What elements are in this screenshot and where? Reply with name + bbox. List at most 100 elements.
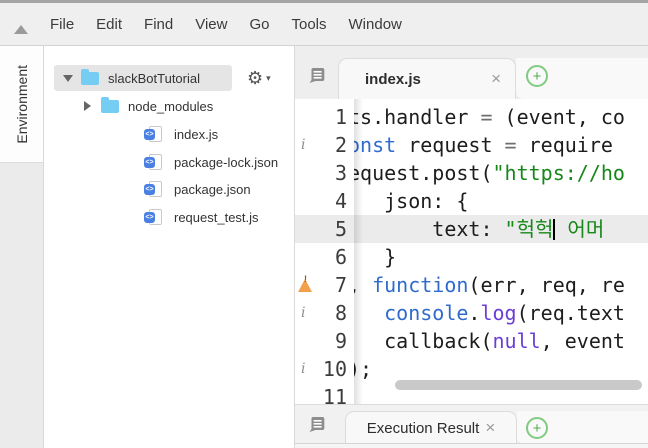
window-top-strip	[0, 0, 648, 3]
line-number: 11	[322, 385, 347, 404]
gutter-row[interactable]: i 2	[295, 131, 354, 159]
code-token: console	[384, 301, 469, 325]
code-line[interactable]: );	[354, 355, 648, 383]
tree-row-package-json[interactable]: <> package.json	[141, 176, 251, 202]
gutter-row[interactable]: 6	[295, 243, 354, 271]
menu-item-find[interactable]: Find	[144, 15, 174, 33]
code-token: =	[480, 105, 493, 129]
code-badge-icon: <>	[144, 157, 155, 168]
tree-item-label: package-lock.json	[174, 154, 279, 170]
code-token: (event, co	[492, 105, 625, 129]
menu-bar: File Edit Find View Go Tools Window	[0, 3, 648, 46]
active-line-highlight	[295, 215, 648, 243]
code-line[interactable]: json: {	[354, 187, 648, 215]
gutter-row[interactable]: 9	[295, 327, 354, 355]
gutter-row[interactable]: 4	[295, 187, 354, 215]
code-line[interactable]: }	[354, 243, 648, 271]
menu-item-edit[interactable]: Edit	[96, 15, 123, 33]
code-token: log	[480, 301, 517, 325]
menu-item-file[interactable]: File	[50, 15, 75, 33]
new-tab-button[interactable]: +	[526, 65, 548, 87]
bottom-panel-tab-bar: Execution Result × +	[295, 404, 648, 444]
new-tab-button[interactable]: +	[526, 417, 548, 439]
root-folder-label: slackBotTutorial	[108, 70, 200, 86]
code-token: "https://ho	[492, 161, 625, 185]
gutter-row[interactable]: i 8	[295, 299, 354, 327]
code-token: callback(	[354, 329, 493, 353]
code-token	[354, 301, 384, 325]
code-token: =	[504, 133, 517, 157]
gutter-row[interactable]: 1	[295, 103, 354, 131]
gear-icon: ⚙	[247, 68, 264, 88]
tab-list-icon[interactable]	[308, 67, 326, 84]
text-cursor	[553, 219, 556, 240]
tree-item-label: node_modules	[128, 98, 214, 114]
tab-index-js[interactable]: index.js ×	[338, 58, 516, 99]
code-editor[interactable]: 1 i 2 3 4 5 6 !	[295, 99, 648, 404]
tab-environment[interactable]: Environment	[0, 46, 43, 163]
info-icon[interactable]: i	[301, 305, 306, 321]
code-line[interactable]: , function(err, req, re	[354, 271, 648, 299]
editor-tab-bar: index.js × +	[295, 46, 648, 99]
tree-row-node-modules[interactable]: node_modules	[84, 93, 213, 119]
folder-icon	[101, 96, 119, 113]
info-icon[interactable]: i	[301, 137, 306, 153]
plus-icon: +	[532, 419, 542, 437]
tab-execution-result[interactable]: Execution Result ×	[345, 411, 517, 444]
menu-item-tools[interactable]: Tools	[291, 15, 327, 33]
line-number: 4	[334, 189, 347, 213]
menu-item-view[interactable]: View	[195, 15, 228, 33]
code-token: request	[396, 133, 505, 157]
code-line[interactable]: onst request = require	[354, 131, 648, 159]
gutter-row[interactable]: ! 7	[295, 271, 354, 299]
gutter-row[interactable]: 3	[295, 159, 354, 187]
tree-row-root-folder[interactable]: slackBotTutorial	[54, 65, 232, 91]
gutter-row[interactable]: 5	[295, 215, 354, 243]
menu-item-window[interactable]: Window	[348, 15, 402, 33]
code-lines: ts.handler = (event, co onst request = r…	[354, 103, 648, 404]
line-number: 6	[334, 245, 347, 269]
code-line[interactable]: callback(null, event	[354, 327, 648, 355]
code-token: (req.text	[516, 301, 625, 325]
sidebar-strip: Environment	[0, 46, 44, 448]
js-file-icon: <>	[144, 209, 162, 225]
gutter-row[interactable]: 11	[295, 383, 354, 404]
tab-label: Execution Result	[366, 419, 480, 437]
code-token: text:	[354, 217, 505, 241]
code-token: equest.post(	[354, 161, 493, 185]
close-icon[interactable]: ×	[485, 418, 496, 437]
tree-row-index-js[interactable]: <> index.js	[141, 121, 218, 147]
code-line[interactable]: ts.handler = (event, co	[354, 103, 648, 131]
code-token: , event	[540, 329, 625, 353]
gutter: 1 i 2 3 4 5 6 !	[295, 103, 354, 404]
info-icon[interactable]: i	[301, 361, 306, 377]
menu-item-go[interactable]: Go	[249, 15, 270, 33]
tab-list-icon[interactable]	[308, 416, 326, 433]
code-line[interactable]: equest.post("https://ho	[354, 159, 648, 187]
code-token: ts.handler	[354, 105, 481, 129]
tab-label: index.js	[365, 70, 421, 88]
js-file-icon: <>	[144, 154, 162, 170]
code-token: function	[372, 273, 469, 297]
code-token: require	[516, 133, 613, 157]
plus-icon: +	[532, 67, 542, 85]
horizontal-scrollbar-thumb[interactable]	[395, 380, 642, 390]
warning-icon[interactable]: !	[298, 274, 313, 292]
chevron-down-icon[interactable]	[63, 74, 73, 82]
code-token: json: {	[354, 189, 469, 213]
code-viewport[interactable]: ts.handler = (event, co onst request = r…	[354, 103, 648, 404]
menu-collapse-icon[interactable]	[14, 25, 28, 34]
code-line[interactable]: text: "헉헉 어머	[354, 215, 648, 243]
close-icon[interactable]: ×	[491, 69, 501, 88]
js-file-icon: <>	[144, 126, 162, 142]
code-line[interactable]: console.log(req.text	[354, 299, 648, 327]
code-token: .	[468, 301, 481, 325]
line-number: 5	[334, 217, 347, 241]
code-token: onst	[354, 133, 397, 157]
chevron-right-icon[interactable]	[84, 101, 91, 111]
line-number: 10	[322, 357, 347, 381]
gutter-row[interactable]: i 10	[295, 355, 354, 383]
tree-row-package-lock-json[interactable]: <> package-lock.json	[141, 149, 278, 175]
tree-settings-button[interactable]: ⚙ ▾	[247, 65, 271, 91]
tree-row-request-test-js[interactable]: <> request_test.js	[141, 204, 259, 230]
